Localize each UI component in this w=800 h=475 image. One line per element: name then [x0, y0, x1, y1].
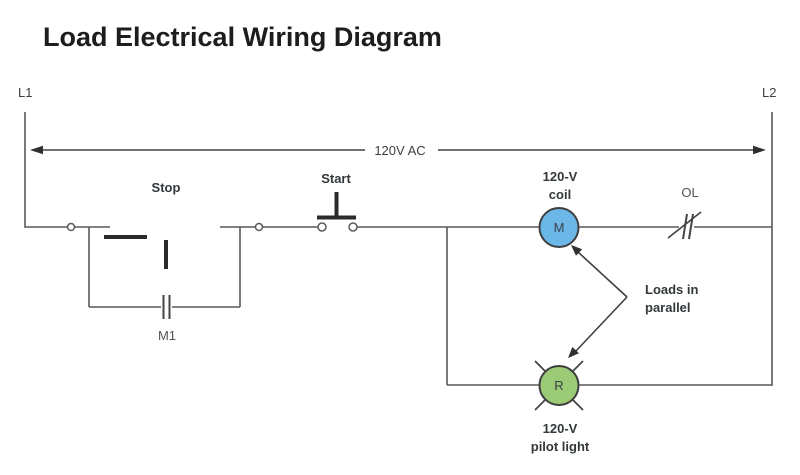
coil-label-top: 120-V: [543, 169, 578, 184]
start-terminal-left: [317, 222, 327, 232]
pilot-label-bottom: pilot light: [531, 439, 590, 454]
stop-label: Stop: [152, 180, 181, 195]
pilot-x-top-right: [570, 360, 584, 374]
overload-contact: OL: [667, 185, 702, 240]
ol-bar-right: [688, 213, 694, 240]
pilot-x-top-left: [534, 360, 548, 374]
voltage-label: 120V AC: [374, 143, 425, 158]
pilot-x-bottom-left: [534, 397, 548, 411]
stop-switch: Stop: [66, 180, 264, 269]
pilot-circle: [538, 365, 580, 406]
coil-circle: [538, 207, 580, 248]
annotation-line-to-coil: [577, 251, 628, 298]
start-label: Start: [321, 171, 351, 186]
pilot-label-top: 120-V: [543, 421, 578, 436]
start-terminal-right: [348, 222, 358, 232]
annotation-line1: Loads in: [645, 282, 699, 297]
annotation-arrowhead-coil-icon: [571, 245, 583, 256]
ol-bar-left: [682, 213, 688, 240]
arrow-left-icon: [30, 145, 43, 155]
loads-in-parallel-annotation: Loads in parallel: [568, 245, 699, 358]
rail-left-label: L1: [18, 85, 32, 100]
start-button-symbol: Start: [317, 171, 358, 232]
annotation-line-to-pilot: [574, 296, 628, 353]
annotation-arrowhead-pilot-icon: [568, 347, 579, 358]
coil-m: 120-V coil M: [538, 169, 580, 248]
coil-label-bottom: coil: [549, 187, 571, 202]
pilot-light-r: R 120-V pilot light: [531, 360, 590, 454]
voltage-span: 120V AC: [30, 143, 766, 158]
ol-slash: [667, 211, 702, 239]
pilot-x-bottom-right: [570, 397, 584, 411]
stop-terminal-right: [254, 222, 264, 232]
arrow-right-icon: [753, 145, 766, 155]
annotation-line2: parallel: [645, 300, 691, 315]
page-title: Load Electrical Wiring Diagram: [43, 22, 442, 52]
ol-label: OL: [681, 185, 698, 200]
stop-terminal-left: [66, 222, 76, 232]
pilot-letter: R: [554, 378, 563, 393]
coil-letter: M: [554, 220, 565, 235]
rail-right-label: L2: [762, 85, 776, 100]
m1-aux-contact-loop: M1: [88, 227, 241, 343]
m1-label: M1: [158, 328, 176, 343]
